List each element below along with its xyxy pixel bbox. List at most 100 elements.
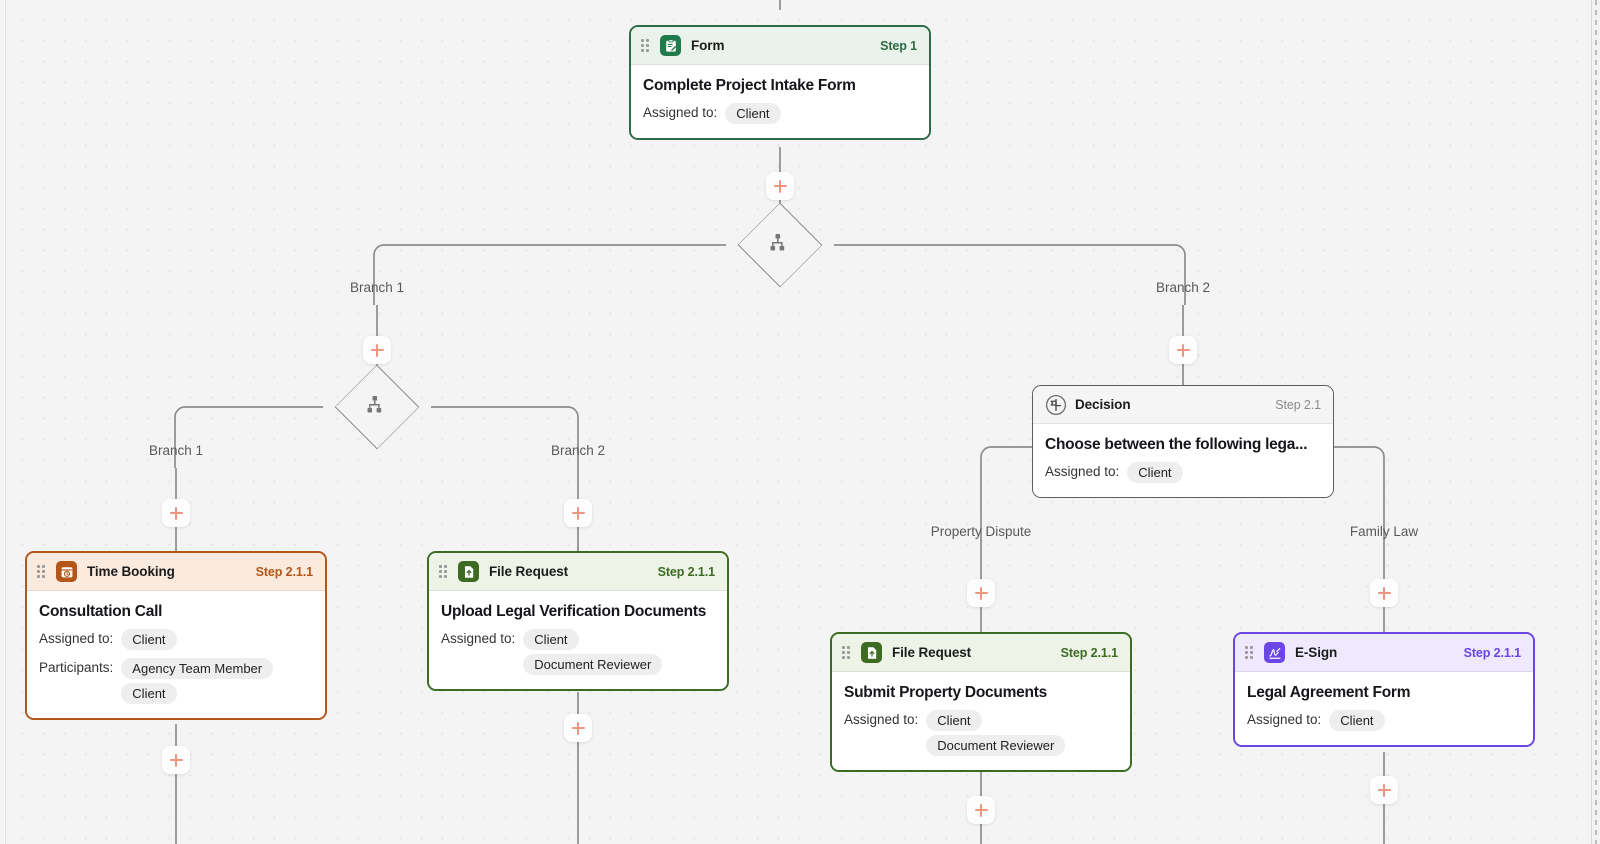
- drag-handle-icon[interactable]: [37, 565, 47, 578]
- node-title: Choose between the following lega...: [1045, 436, 1308, 453]
- node-body: Submit Property Documents Assigned to: C…: [832, 672, 1130, 770]
- assigned-row: Assigned to: Client: [1247, 710, 1519, 731]
- drag-handle-icon[interactable]: [842, 646, 852, 659]
- assignee-chip[interactable]: Client: [121, 629, 177, 650]
- assignee-chips: Client: [1127, 462, 1183, 483]
- assignee-chip[interactable]: Client: [725, 103, 781, 124]
- participants-row: Participants: Agency Team Member Client: [39, 658, 311, 704]
- node-type-label: Decision: [1075, 397, 1131, 412]
- add-after-time-booking[interactable]: [162, 746, 190, 774]
- node-file-request-submit-step-2-1-1[interactable]: File Request Step 2.1.1 Submit Property …: [830, 632, 1132, 772]
- assignee-chips: Client: [1329, 710, 1385, 731]
- branch-label-left-branch-1: Branch 1: [148, 443, 204, 458]
- signature-icon: [1264, 642, 1285, 663]
- node-header[interactable]: Decision Step 2.1: [1033, 386, 1333, 424]
- node-title: Legal Agreement Form: [1247, 684, 1411, 701]
- add-property-dispute[interactable]: [967, 579, 995, 607]
- node-step-label: Step 2.1.1: [657, 564, 715, 579]
- node-esign-step-2-1-1[interactable]: E-Sign Step 2.1.1 Legal Agreement Form A…: [1233, 632, 1535, 747]
- add-branch-2[interactable]: [1169, 336, 1197, 364]
- file-upload-icon: [861, 642, 882, 663]
- node-step-label: Step 2.1: [1275, 397, 1321, 412]
- node-type-label: Time Booking: [87, 564, 175, 579]
- node-body: Legal Agreement Form Assigned to: Client: [1235, 672, 1533, 745]
- participant-chip[interactable]: Agency Team Member: [121, 658, 274, 679]
- signpost-icon: [1045, 394, 1067, 416]
- node-form-step-1[interactable]: Form Step 1 Complete Project Intake Form…: [629, 25, 931, 140]
- assignee-chip[interactable]: Document Reviewer: [926, 735, 1066, 756]
- drag-handle-icon[interactable]: [641, 39, 651, 52]
- canvas-left-edge: [0, 0, 6, 844]
- splitter-left[interactable]: [323, 364, 431, 450]
- assignee-chip[interactable]: Document Reviewer: [523, 654, 663, 675]
- add-after-file-request[interactable]: [564, 714, 592, 742]
- assigned-row: Assigned to: Client Document Reviewer: [441, 629, 713, 675]
- participant-chips: Agency Team Member Client: [121, 658, 274, 704]
- branch-label-top-branch-1: Branch 1: [349, 280, 405, 295]
- node-step-label: Step 2.1.1: [1463, 645, 1521, 660]
- assigned-label: Assigned to:: [1045, 464, 1120, 479]
- drag-handle-icon[interactable]: [1245, 646, 1255, 659]
- node-step-label: Step 1: [880, 38, 917, 53]
- assignee-chip[interactable]: Client: [1329, 710, 1385, 731]
- branch-label-top-branch-2: Branch 2: [1155, 280, 1211, 295]
- node-header[interactable]: E-Sign Step 2.1.1: [1235, 634, 1533, 672]
- branch-label-left-branch-2: Branch 2: [550, 443, 606, 458]
- assignee-chip[interactable]: Client: [1127, 462, 1183, 483]
- calendar-clock-icon: [56, 561, 77, 582]
- add-after-form[interactable]: [766, 172, 794, 200]
- branch-split-icon: [367, 396, 387, 419]
- add-left-branch-2[interactable]: [564, 499, 592, 527]
- assignee-chips: Client Document Reviewer: [926, 710, 1066, 756]
- node-body: Upload Legal Verification Documents Assi…: [429, 591, 727, 689]
- node-body: Complete Project Intake Form Assigned to…: [631, 65, 929, 138]
- assignee-chips: Client: [725, 103, 781, 124]
- node-body: Consultation Call Assigned to: Client Pa…: [27, 591, 325, 718]
- drag-handle-icon[interactable]: [439, 565, 449, 578]
- node-step-label: Step 2.1.1: [1060, 645, 1118, 660]
- canvas-right-scrollbar[interactable]: [1591, 0, 1600, 844]
- assigned-label: Assigned to:: [643, 105, 718, 120]
- assignee-chip[interactable]: Client: [926, 710, 982, 731]
- assignee-chip[interactable]: Client: [523, 629, 579, 650]
- node-body: Choose between the following lega... Ass…: [1033, 424, 1333, 497]
- participants-label: Participants:: [39, 660, 114, 675]
- splitter-top[interactable]: [726, 202, 834, 288]
- add-branch-1[interactable]: [363, 336, 391, 364]
- add-left-branch-1[interactable]: [162, 499, 190, 527]
- node-type-label: File Request: [892, 645, 972, 660]
- node-type-label: File Request: [489, 564, 569, 579]
- node-file-request-upload-step-2-1-1[interactable]: File Request Step 2.1.1 Upload Legal Ver…: [427, 551, 729, 691]
- assigned-row: Assigned to: Client: [39, 629, 311, 650]
- participant-chip[interactable]: Client: [121, 683, 177, 704]
- assigned-label: Assigned to:: [1247, 712, 1322, 727]
- assignee-chips: Client Document Reviewer: [523, 629, 663, 675]
- add-family-law[interactable]: [1370, 579, 1398, 607]
- node-time-booking-step-2-1-1[interactable]: Time Booking Step 2.1.1 Consultation Cal…: [25, 551, 327, 720]
- node-title: Upload Legal Verification Documents: [441, 603, 707, 620]
- node-type-label: E-Sign: [1295, 645, 1338, 660]
- clipboard-pencil-icon: [660, 35, 681, 56]
- node-header[interactable]: File Request Step 2.1.1: [429, 553, 727, 591]
- assigned-label: Assigned to:: [844, 712, 919, 727]
- node-title: Complete Project Intake Form: [643, 77, 856, 94]
- branch-split-icon: [770, 234, 790, 257]
- add-after-esign[interactable]: [1370, 776, 1398, 804]
- assigned-label: Assigned to:: [441, 631, 516, 646]
- assignee-chips: Client: [121, 629, 177, 650]
- node-title: Consultation Call: [39, 603, 163, 620]
- node-header[interactable]: File Request Step 2.1.1: [832, 634, 1130, 672]
- node-decision-step-2-1[interactable]: Decision Step 2.1 Choose between the fol…: [1032, 385, 1334, 498]
- file-upload-icon: [458, 561, 479, 582]
- node-step-label: Step 2.1.1: [255, 564, 313, 579]
- branch-label-family-law: Family Law: [1349, 524, 1419, 539]
- branch-label-property-dispute: Property Dispute: [930, 524, 1032, 539]
- node-header[interactable]: Form Step 1: [631, 27, 929, 65]
- assigned-label: Assigned to:: [39, 631, 114, 646]
- node-type-label: Form: [691, 38, 725, 53]
- add-after-submit-property[interactable]: [967, 796, 995, 824]
- assigned-row: Assigned to: Client: [1045, 462, 1319, 483]
- node-header[interactable]: Time Booking Step 2.1.1: [27, 553, 325, 591]
